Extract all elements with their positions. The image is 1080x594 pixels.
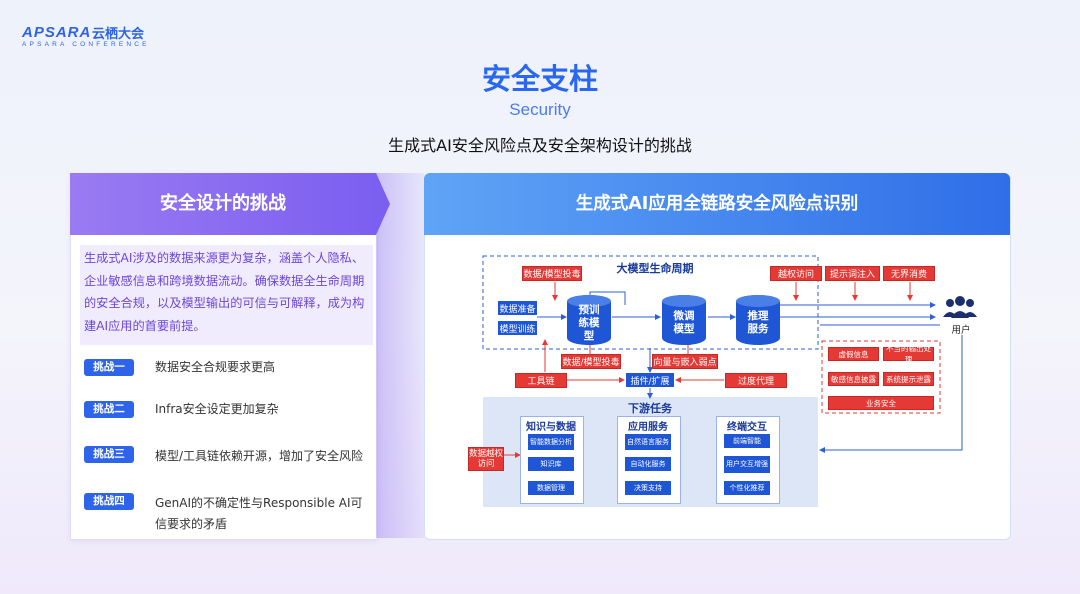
risk-vector-embedding: 向量与嵌入弱点 <box>652 354 718 369</box>
page-title: 安全支柱 <box>481 62 598 96</box>
users-icon <box>941 296 979 318</box>
risk-excess-agent: 过度代理 <box>725 373 787 388</box>
col-knowledge-item-1: 智能数据分析 <box>528 434 574 450</box>
risk-system-prompt-leak: 系统提示泄露 <box>883 372 934 386</box>
challenge-tag-2: 挑战二 <box>84 401 134 418</box>
brand-sub: APSARA CONFERENCE <box>22 41 150 48</box>
risk-data-overreach: 数据越权访问 <box>468 447 504 471</box>
finetune-label: 微调模型 <box>673 310 695 335</box>
page-subtitle: Security <box>509 100 571 119</box>
challenges-intro: 生成式AI涉及的数据来源更为复杂，涵盖个人隐私、企业敏感信息和跨境数据流动。确保… <box>80 245 373 345</box>
col-terminal-item-2: 用户交互增强 <box>724 456 770 473</box>
column-app-service-title: 应用服务 <box>628 422 668 433</box>
risk-poison-top: 数据/模型投毒 <box>522 266 582 281</box>
col-app-item-3: 决策支持 <box>625 481 671 495</box>
user-label: 用户 <box>951 325 971 336</box>
risk-improper-output: 不当的输出处理 <box>883 344 934 364</box>
plugin-box: 插件/扩展 <box>626 373 674 387</box>
col-terminal-item-1: 前端智能 <box>724 434 770 448</box>
challenge-tag-4: 挑战四 <box>84 493 134 510</box>
col-app-item-1: 自然语言服务 <box>625 434 671 450</box>
page-tagline: 生成式AI安全风险点及安全架构设计的挑战 <box>388 136 692 155</box>
risk-diagram-header: 生成式AI应用全链路安全风险点识别 <box>424 173 1010 235</box>
col-terminal-item-3: 个性化推荐 <box>724 481 770 495</box>
inference-cylinder: 推理服务 <box>736 295 780 345</box>
lifecycle-label: 大模型生命周期 <box>616 262 694 275</box>
challenge-tag-1: 挑战一 <box>84 359 134 376</box>
challenge-text-1: 数据安全合规要求更高 <box>155 360 276 374</box>
col-app-item-2: 自动化服务 <box>625 457 671 471</box>
challenge-tag-3: 挑战三 <box>84 446 134 463</box>
pretrain-cylinder: 预训练模型 <box>567 295 611 345</box>
risk-unbounded: 无界消费 <box>883 266 935 281</box>
risk-prompt-injection: 提示词注入 <box>825 266 880 281</box>
brand-cn: 云栖大会 <box>92 27 145 42</box>
pretrain-label: 预训练模型 <box>578 303 600 342</box>
brand-logo: APSARA <box>22 24 92 41</box>
risk-overreach: 越权访问 <box>770 266 822 281</box>
challenge-text-3: 模型/工具链依赖开源，增加了安全风险 <box>155 449 364 463</box>
risk-poison-mid: 数据/模型投毒 <box>561 354 621 369</box>
data-prep-box: 数据准备 <box>498 301 537 315</box>
downstream-label: 下游任务 <box>628 402 672 415</box>
risk-business-security: 业务安全 <box>828 396 934 410</box>
col-knowledge-item-3: 数据管理 <box>528 481 574 495</box>
risk-toolchain: 工具链 <box>515 373 567 388</box>
challenge-text-4: GenAI的不确定性与Responsible AI可信要求的矛盾 <box>155 496 363 531</box>
risk-sensitive-disclosure: 敏感信息披露 <box>828 372 879 386</box>
col-knowledge-item-2: 知识库 <box>528 457 574 471</box>
model-train-box: 模型训练 <box>498 321 537 335</box>
risk-misinformation: 虚假信息 <box>828 347 879 361</box>
column-terminal-title: 终端交互 <box>727 422 767 433</box>
inference-label: 推理服务 <box>747 310 769 335</box>
challenge-text-2: Infra安全设定更加复杂 <box>155 402 279 416</box>
column-knowledge-title: 知识与数据 <box>526 422 576 433</box>
finetune-cylinder: 微调模型 <box>662 295 706 345</box>
challenges-header: 安全设计的挑战 <box>70 173 390 235</box>
